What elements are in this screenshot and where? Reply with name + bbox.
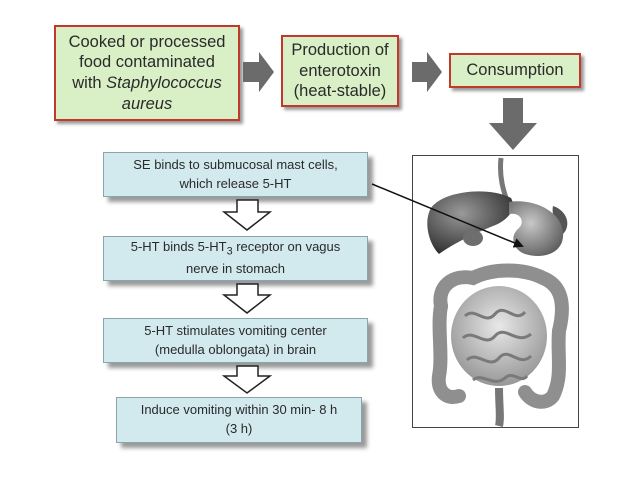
food-line-1: Cooked or processed (68, 32, 226, 51)
food-line-4-organism: aureus (121, 94, 173, 113)
step-induce-vomiting: Induce vomiting within 30 min- 8 h (3 h) (116, 397, 362, 443)
step2-subscript: 3 (226, 245, 233, 258)
digestive-system-illustration (412, 155, 579, 428)
enterotoxin-box: Production of enterotoxin (heat-stable) (281, 35, 399, 107)
food-line-2: food contaminated (79, 53, 215, 72)
consumption-box: Consumption (449, 53, 581, 88)
arrow-step2-to-step3 (221, 283, 273, 314)
pointer-to-stomach (371, 183, 524, 248)
step-vagus-receptor: 5-HT binds 5-HT3 receptor on vagus nerve… (103, 236, 368, 281)
step2-line-2: nerve in stomach (186, 261, 285, 277)
arrow-consumption-down (489, 98, 537, 150)
step2-text-b: receptor on vagus (232, 238, 341, 254)
food-line-3-prefix: with (72, 74, 107, 92)
contaminated-food-box: Cooked or processed food contaminated wi… (54, 25, 240, 121)
food-line-3-organism: Staphylococcus (106, 74, 222, 92)
arrow-step3-to-step4 (221, 365, 273, 394)
arrow-toxin-to-consumption (412, 52, 442, 92)
arrow-food-to-toxin (243, 52, 274, 92)
step-vomiting-center: 5-HT stimulates vomiting center (medulla… (103, 318, 368, 363)
arrow-step1-to-step2 (221, 199, 273, 231)
step-mast-cells: SE binds to submucosal mast cells, which… (103, 152, 368, 197)
step2-text-a: 5-HT binds 5-HT (130, 238, 227, 254)
digestive-system-icon (427, 157, 569, 427)
